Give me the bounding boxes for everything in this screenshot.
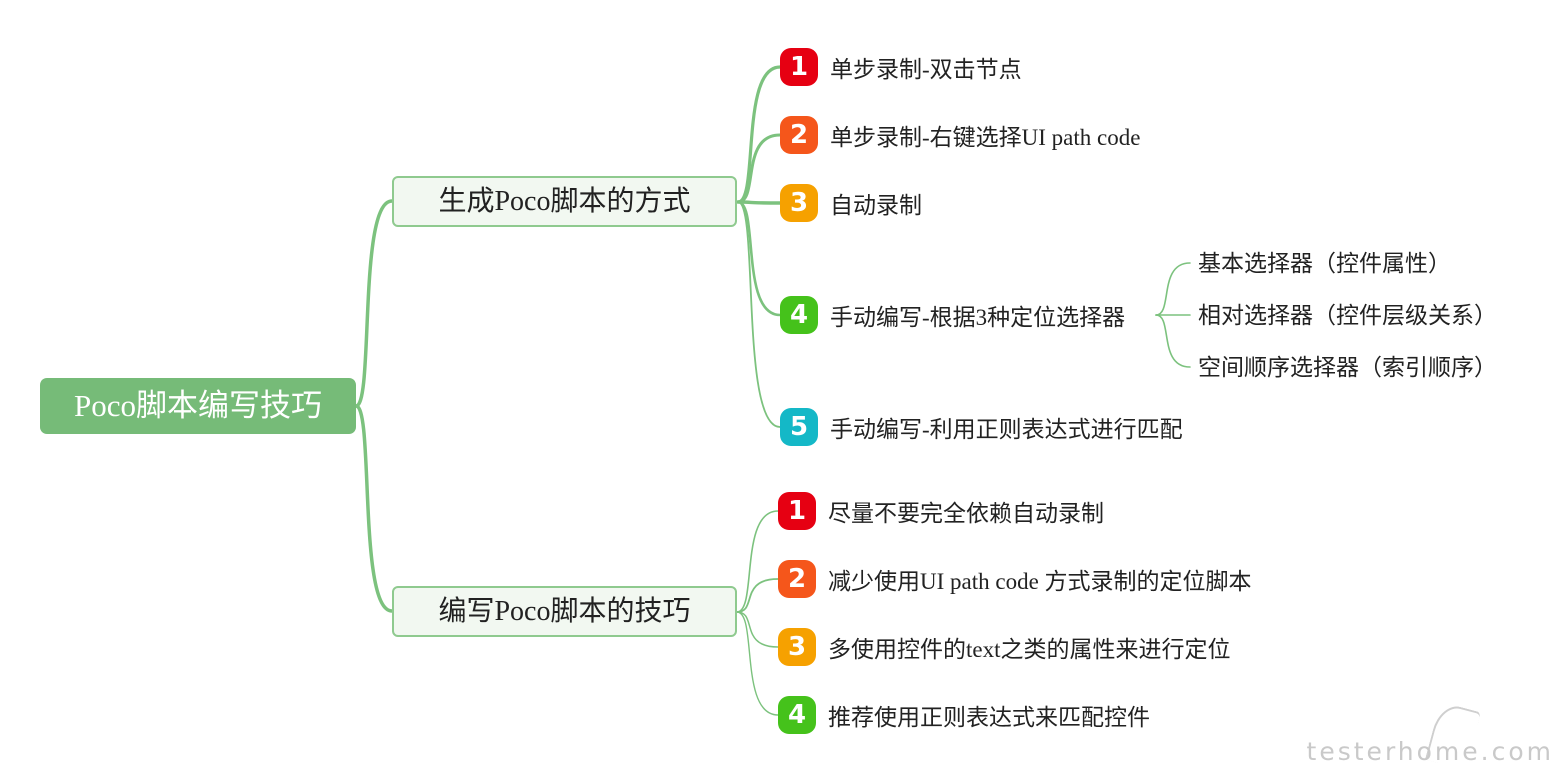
list-item[interactable]: 2 单步录制-右键选择UI path code — [780, 115, 1140, 155]
sub-item[interactable]: 相对选择器（控件层级关系） — [1198, 303, 1497, 328]
list-item[interactable]: 1 尽量不要完全依赖自动录制 — [778, 491, 1104, 531]
branch-connector — [736, 200, 782, 317]
number-badge: 1 — [780, 48, 818, 86]
branch-node-tips[interactable]: 编写Poco脚本的技巧 — [392, 586, 737, 637]
branch-connector — [736, 611, 779, 648]
sub-connector — [1155, 314, 1191, 368]
item-label: 单步录制-右键选择UI path code — [830, 125, 1141, 150]
branch-connector — [736, 200, 782, 205]
item-label: 尽量不要完全依赖自动录制 — [828, 501, 1104, 526]
item-label: 自动录制 — [830, 193, 922, 218]
list-item[interactable]: 1 单步录制-双击节点 — [780, 47, 1022, 87]
list-item[interactable]: 5 手动编写-利用正则表达式进行匹配 — [780, 407, 1183, 447]
sub-item[interactable]: 空间顺序选择器（索引顺序） — [1198, 355, 1497, 380]
root-connector — [354, 199, 394, 408]
branch-connector — [736, 611, 779, 716]
sub-item[interactable]: 基本选择器（控件属性） — [1198, 251, 1451, 276]
root-node[interactable]: Poco脚本编写技巧 — [40, 378, 356, 434]
number-badge: 2 — [778, 560, 816, 598]
item-label: 手动编写-根据3种定位选择器 — [830, 305, 1126, 330]
branch-connector — [736, 133, 782, 204]
root-connector — [354, 404, 394, 613]
branch-connector — [736, 510, 779, 613]
item-label: 单步录制-双击节点 — [830, 57, 1022, 82]
number-badge: 4 — [778, 696, 816, 734]
number-badge: 4 — [780, 296, 818, 334]
branch-node-generate[interactable]: 生成Poco脚本的方式 — [392, 176, 737, 227]
watermark-text: testerhome.com — [1306, 737, 1554, 766]
sub-connector — [1155, 262, 1191, 316]
list-item[interactable]: 2 减少使用UI path code 方式录制的定位脚本 — [778, 559, 1252, 599]
list-item[interactable]: 4 推荐使用正则表达式来匹配控件 — [778, 695, 1150, 735]
item-label: 减少使用UI path code 方式录制的定位脚本 — [828, 569, 1252, 594]
list-item[interactable]: 4 手动编写-根据3种定位选择器 — [780, 295, 1125, 335]
list-item[interactable]: 3 多使用控件的text之类的属性来进行定位 — [778, 627, 1231, 667]
number-badge: 3 — [778, 628, 816, 666]
number-badge: 2 — [780, 116, 818, 154]
item-label: 推荐使用正则表达式来匹配控件 — [828, 705, 1150, 730]
number-badge: 3 — [780, 184, 818, 222]
number-badge: 5 — [780, 408, 818, 446]
branch-connector — [736, 65, 782, 204]
branch-connector — [736, 578, 779, 613]
item-label: 手动编写-利用正则表达式进行匹配 — [830, 417, 1183, 442]
item-label: 多使用控件的text之类的属性来进行定位 — [828, 637, 1231, 662]
list-item[interactable]: 3 自动录制 — [780, 183, 922, 223]
branch-connector — [737, 201, 781, 428]
number-badge: 1 — [778, 492, 816, 530]
